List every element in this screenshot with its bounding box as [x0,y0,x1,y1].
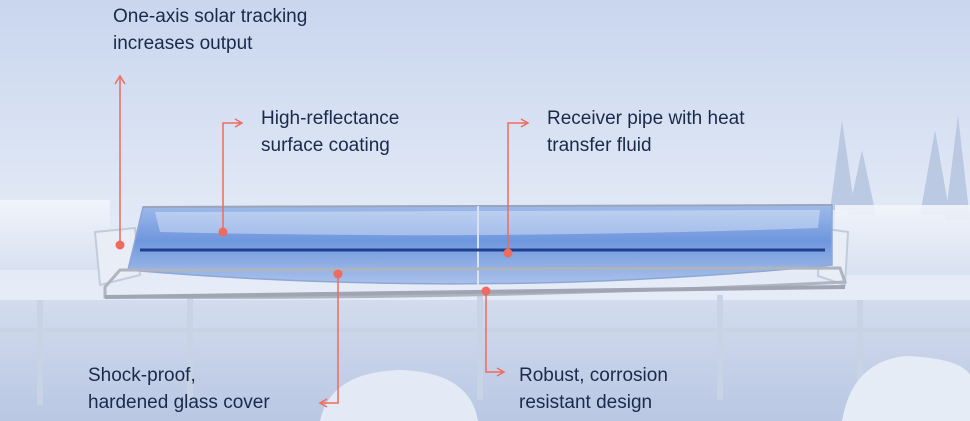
callout-glass: Shock-proof, hardened glass cover [88,362,270,416]
right-background-trough [835,205,970,275]
support-structure [0,295,970,405]
ground [0,300,970,421]
arrow-tracking-icon [114,74,126,85]
callout-glass-line-2: hardened glass cover [88,392,270,413]
rock-left [320,370,478,421]
dot-reflectance-icon [218,227,228,237]
main-trough-mirror [127,204,833,285]
arrow-glass-icon [318,398,328,408]
mirror-highlight [155,210,820,236]
callout-robust: Robust, corrosion resistant design [519,362,668,416]
callout-receiver: Receiver pipe with heat transfer fluid [547,105,745,159]
arrow-robust-icon [496,367,506,377]
tree-silhouettes [830,115,970,220]
callout-reflectance-line-1: High-reflectance [261,108,400,129]
dot-robust-icon [481,286,491,296]
callout-tracking-line-2: increases output [113,33,253,54]
dot-tracking-icon [115,240,125,250]
callout-receiver-line-1: Receiver pipe with heat [547,108,745,129]
leader-robust [485,291,502,373]
glass-cover-top-edge [142,204,833,208]
callout-reflectance: High-reflectance surface coating [261,105,399,159]
callout-tracking-line-1: One-axis solar tracking [113,6,308,27]
callout-receiver-line-2: transfer fluid [547,135,652,156]
dot-receiver-icon [503,248,513,258]
leader-receiver [507,122,526,253]
callout-leaders [114,74,530,408]
callout-robust-line-1: Robust, corrosion [519,365,668,386]
callout-robust-line-2: resistant design [519,392,653,413]
rock-right [842,356,970,421]
callout-glass-line-1: Shock-proof, [88,365,196,386]
leader-reflectance [222,122,240,232]
arrow-reflectance-icon [234,118,244,128]
leader-glass [322,274,339,404]
left-background-trough [0,200,110,270]
callout-tracking: One-axis solar tracking increases output [113,3,307,57]
frame-bottom-rail [104,285,846,299]
callout-reflectance-line-2: surface coating [261,135,390,156]
dot-glass-icon [333,269,343,279]
arrow-receiver-icon [520,118,530,128]
callout-dots [115,227,513,296]
